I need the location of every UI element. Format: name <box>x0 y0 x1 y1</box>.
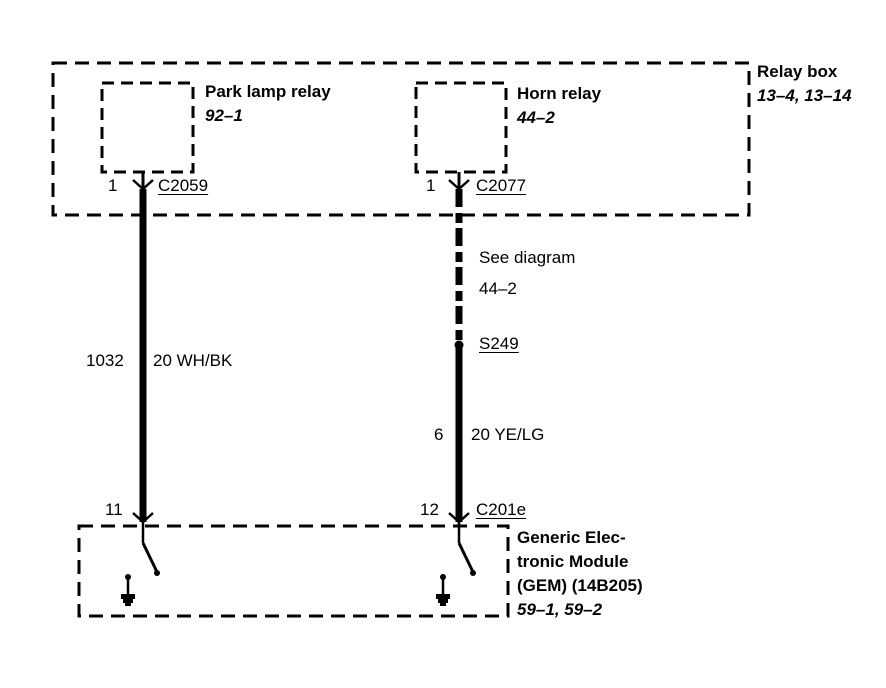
park-lamp-relay-pin: 1 <box>108 176 118 195</box>
gem-name-line3: (GEM) (14B205) <box>517 576 643 595</box>
wire-6-circuit: 6 <box>434 425 444 444</box>
park-lamp-relay-name: Park lamp relay <box>205 82 331 101</box>
gem-switch-left <box>121 522 160 606</box>
horn-relay-name: Horn relay <box>517 84 602 103</box>
gem-pin-left: 11 <box>105 500 123 519</box>
wire-6-spec: 20 YE/LG <box>471 425 545 444</box>
wire-1032-spec: 20 WH/BK <box>153 351 233 370</box>
gem-pin-right: 12 <box>420 500 439 519</box>
see-diagram-ref: 44–2 <box>479 279 517 298</box>
park-lamp-relay-box <box>100 81 195 174</box>
horn-relay-pin: 1 <box>426 176 436 195</box>
horn-relay-box <box>414 81 508 174</box>
connector-c2077-label: C2077 <box>476 176 527 195</box>
splice-s249-label: S249 <box>479 334 519 353</box>
relay-box-title: Relay box <box>757 62 838 81</box>
gem-module-outline <box>77 524 510 618</box>
gem-refs: 59–1, 59–2 <box>517 600 603 619</box>
park-lamp-relay-ref: 92–1 <box>205 106 243 125</box>
wire-1032-circuit: 1032 <box>86 351 124 370</box>
horn-relay-ref: 44–2 <box>517 108 555 127</box>
relay-box-outline <box>51 61 751 217</box>
relay-box-refs: 13–4, 13–14 <box>757 86 852 105</box>
connector-c201e-label: C201e <box>476 500 527 519</box>
gem-switch-right <box>436 522 476 606</box>
connector-c2059-label: C2059 <box>158 176 209 195</box>
gem-name-line2: tronic Module <box>517 552 629 571</box>
see-diagram-note: See diagram <box>479 248 576 267</box>
gem-name-line1: Generic Elec- <box>517 528 626 547</box>
